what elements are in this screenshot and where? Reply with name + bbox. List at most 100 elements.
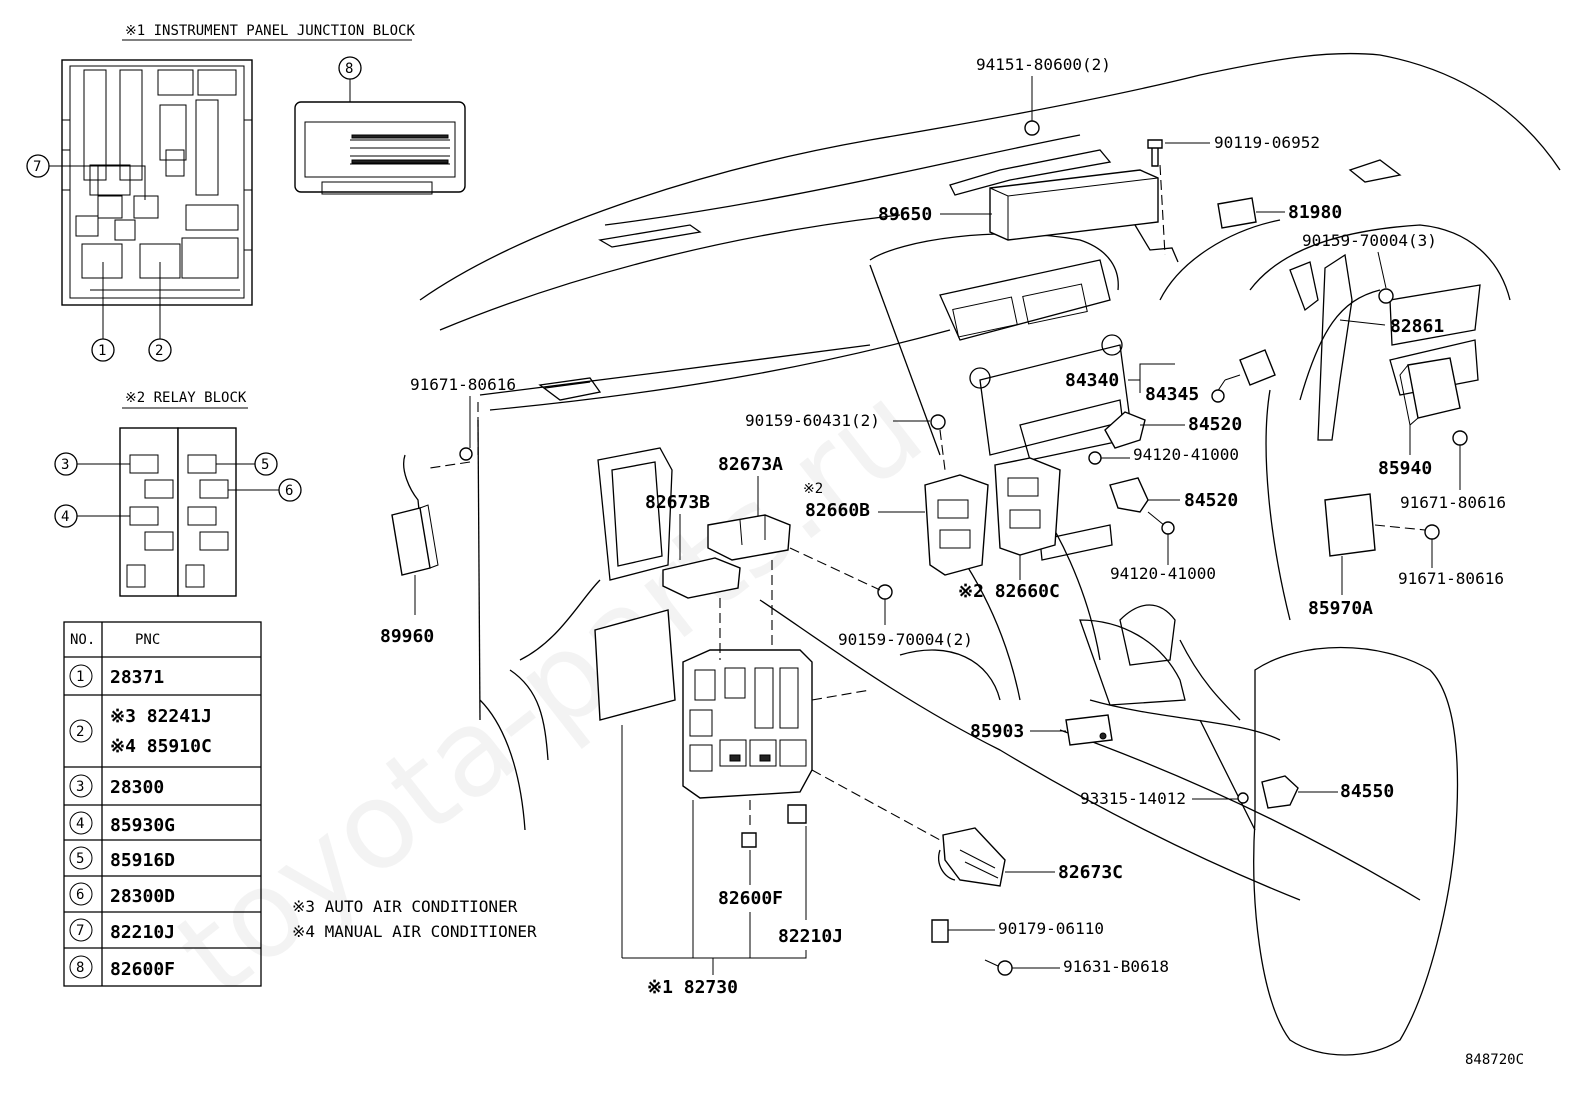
screw-icon (1237, 792, 1249, 804)
junction-block-illustration: ※1 INSTRUMENT PANEL JUNCTION BLOCK (61, 23, 415, 306)
part-label: 82210J (778, 926, 843, 947)
part-label: 84520 (1184, 490, 1238, 511)
table-pnc: 28300D (110, 886, 175, 907)
bolt-icon (997, 960, 1013, 976)
relay-block-82660B (924, 474, 989, 576)
svg-text:1: 1 (98, 343, 106, 359)
bolt-icon (877, 584, 893, 600)
part-label: 85970A (1308, 598, 1373, 619)
switch-84520-lower (1109, 477, 1149, 513)
part-label: 85940 (1378, 458, 1432, 479)
connector-82210J (787, 804, 807, 824)
relay-block-heading: ※2 RELAY BLOCK (125, 390, 247, 406)
part-label: 81980 (1288, 202, 1342, 223)
part-label: 91631-B0618 (1063, 957, 1169, 976)
part-label: 84340 (1065, 370, 1119, 391)
table-pnc: 82210J (110, 922, 175, 943)
nut-icon (1161, 521, 1175, 535)
part-label: 82660B (805, 500, 870, 521)
module-89960 (391, 454, 439, 576)
nut-icon (931, 919, 949, 943)
callout-3: 3 (54, 452, 130, 476)
note-manual-air: ※4 MANUAL AIR CONDITIONER (292, 922, 537, 941)
callout-5: 5 (216, 452, 278, 476)
connector-82673C (938, 827, 1006, 887)
clip-icon (1024, 120, 1040, 136)
bolt-icon (1147, 139, 1163, 167)
table-pnc: 85916D (110, 850, 175, 871)
part-label: 91671-80616 (1400, 493, 1506, 512)
table-pnc: 85930G (110, 815, 175, 836)
svg-text:8: 8 (345, 61, 353, 77)
svg-text:6: 6 (285, 483, 293, 499)
part-label: ※2 82660C (958, 581, 1060, 602)
connector-82600F (741, 832, 757, 848)
table-no: 2 (76, 724, 84, 740)
callout-2: 2 (148, 262, 172, 362)
bolt-icon (930, 414, 946, 430)
junction-block-82730 (682, 649, 813, 799)
pnc-table: NO. PNC 1 28371 2 ※3 82241J ※4 85910C 3 … (63, 621, 262, 987)
module-89650 (949, 149, 1179, 263)
part-label: 84550 (1340, 781, 1394, 802)
part-label: 90159-70004(2) (838, 630, 973, 649)
svg-text:7: 7 (33, 159, 41, 175)
junction-block-heading: ※1 INSTRUMENT PANEL JUNCTION BLOCK (125, 23, 415, 39)
dashboard-outline (419, 52, 1561, 1056)
table-no: 7 (76, 923, 84, 939)
callout-6: 6 (228, 478, 302, 502)
part-label: 82673A (718, 454, 783, 475)
part-label: 94151-80600(2) (976, 55, 1111, 74)
part-label: 84345 (1145, 384, 1199, 405)
table-pnc: 28371 (110, 667, 164, 688)
bolt-icon (1378, 288, 1394, 304)
part-label: 89960 (380, 626, 434, 647)
relay-block-illustration: ※2 RELAY BLOCK (119, 390, 248, 597)
part-label: 82673B (645, 492, 710, 513)
table-pnc: ※3 82241J (110, 706, 212, 727)
table-no: 6 (76, 887, 84, 903)
switch-84550 (1261, 775, 1299, 809)
part-label: 90179-06110 (998, 919, 1104, 938)
part-label: ※2 (803, 481, 823, 497)
bolt-icon (1424, 524, 1440, 540)
bolt-icon (1452, 430, 1468, 446)
nut-icon (1088, 451, 1102, 465)
svg-text:5: 5 (261, 457, 269, 473)
ecu-plate (594, 609, 676, 721)
connector-82673A (707, 514, 791, 561)
table-pnc: 28300 (110, 777, 164, 798)
callout-4: 4 (54, 504, 130, 528)
part-label: 84520 (1188, 414, 1242, 435)
part-label: 82600F (718, 888, 783, 909)
figure-code: 848720C (1465, 1052, 1524, 1068)
part-label: 85903 (970, 721, 1024, 742)
callout-1: 1 (91, 262, 115, 362)
watermark: toyota-parts.ru (152, 359, 948, 1023)
part-label: 90119-06952 (1214, 133, 1320, 152)
part-label: 91671-80616 (1398, 569, 1504, 588)
table-header-no: NO. (70, 632, 95, 648)
table-no: 3 (76, 779, 84, 795)
part-label: 82673C (1058, 862, 1123, 883)
relay-85970A (1324, 493, 1376, 557)
bolt-icon (459, 447, 473, 461)
svg-text:4: 4 (61, 509, 69, 525)
part-label: 82861 (1390, 316, 1444, 337)
buzzer-85903 (1065, 714, 1113, 746)
part-label: 94120-41000 (1110, 564, 1216, 583)
bracket-82861 (1289, 253, 1353, 441)
switch-85940 (1407, 357, 1461, 419)
table-no: 8 (76, 960, 84, 976)
connector-82673B (662, 557, 741, 599)
table-no: 1 (76, 669, 84, 685)
relay-block-82660C (994, 457, 1061, 556)
part-label: 94120-41000 (1133, 445, 1239, 464)
table-pnc: ※4 85910C (110, 736, 212, 757)
part-label: 90159-70004(3) (1302, 231, 1437, 250)
table-header-pnc: PNC (135, 632, 160, 648)
callout-7: 7 (26, 154, 146, 200)
part-label: 91671-80616 (410, 375, 516, 394)
part-label: ※1 82730 (647, 977, 738, 998)
